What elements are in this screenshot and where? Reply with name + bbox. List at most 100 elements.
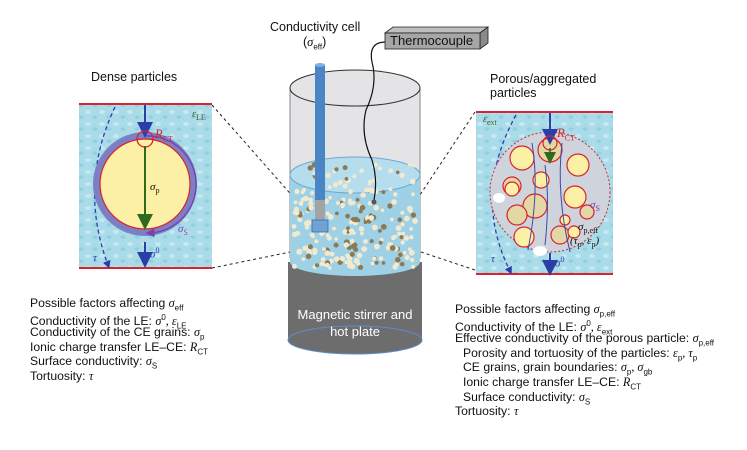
bead <box>408 247 412 252</box>
bead <box>389 242 393 247</box>
bead <box>294 188 300 194</box>
bead <box>399 261 405 267</box>
bead <box>385 245 391 251</box>
bead <box>345 213 350 219</box>
bead <box>395 170 400 175</box>
bead <box>334 237 338 241</box>
thermocouple-label: Thermocouple <box>390 33 474 48</box>
bead <box>391 199 397 205</box>
bead <box>352 174 357 179</box>
bead <box>303 220 310 227</box>
eff-subscript: eff <box>313 42 323 52</box>
bead <box>307 165 313 171</box>
bead <box>322 247 326 252</box>
epsilon-ext-symbol: εext <box>483 114 497 127</box>
bead <box>348 228 355 234</box>
bead <box>312 247 318 254</box>
bead <box>395 256 401 263</box>
bead <box>372 256 377 261</box>
bead <box>346 255 352 261</box>
bead <box>370 261 375 266</box>
bead <box>397 231 402 236</box>
bead <box>347 260 353 266</box>
bead <box>334 167 339 172</box>
bead <box>378 229 382 233</box>
bead <box>367 182 372 186</box>
rod-sensor <box>315 200 325 220</box>
thermocouple-box <box>384 32 481 50</box>
bead <box>293 200 298 205</box>
bead <box>349 251 355 257</box>
bead <box>292 209 298 215</box>
bead <box>358 226 365 232</box>
bead <box>408 249 415 256</box>
bead <box>363 220 368 225</box>
bead <box>361 246 368 252</box>
sigma-p-eff-symbol: σp,eff <box>578 221 599 236</box>
bead <box>353 247 359 252</box>
factor-item: Ionic charge transfer LE–CE: RCT <box>30 339 208 357</box>
bead <box>298 201 304 206</box>
measurement-apparatus <box>287 26 490 355</box>
factor-item: Tortuosity: τ <box>455 404 519 419</box>
bead <box>360 192 366 198</box>
bead <box>369 239 374 244</box>
sigma-0-symbol-porous: σ0 <box>555 255 565 270</box>
sigma-0-symbol: σ0 <box>150 246 160 261</box>
bead <box>380 208 385 213</box>
bead <box>338 180 343 185</box>
factor-item: Possible factors affecting σeff <box>30 296 184 313</box>
bead <box>310 190 315 196</box>
bead <box>399 172 405 178</box>
bead <box>301 257 306 261</box>
bead <box>327 214 334 220</box>
bead <box>367 188 372 192</box>
porous-particles-title-1: Porous/aggregated <box>490 72 597 86</box>
bead <box>357 254 362 259</box>
bead <box>367 201 373 206</box>
ion-paths <box>527 142 571 253</box>
grain <box>506 204 528 226</box>
bead <box>411 264 416 269</box>
grain <box>532 171 550 189</box>
bead <box>410 257 415 263</box>
bead <box>325 211 330 216</box>
sigma-p-symbol: σp <box>150 181 160 196</box>
bead <box>374 260 379 265</box>
factor-item: Conductivity of the LE: σ0, εext <box>455 318 613 337</box>
bead <box>305 253 312 260</box>
bead <box>353 257 360 264</box>
bead <box>410 212 417 218</box>
grain <box>566 153 590 177</box>
bead <box>406 205 413 212</box>
conductivity-cell-label: Conductivity cell <box>270 20 361 34</box>
bead <box>335 211 339 216</box>
bead <box>344 260 349 265</box>
hot-plate-label-line1: Magnetic stirrer and <box>297 307 413 322</box>
bead <box>332 226 336 231</box>
tortuosity-path <box>93 106 116 269</box>
electrode-probe <box>311 219 329 233</box>
bead <box>402 251 407 255</box>
bead <box>371 224 378 231</box>
bead <box>363 239 368 245</box>
bead <box>302 245 308 251</box>
bead <box>291 224 297 229</box>
factor-item: Conductivity of the CE grains: σp <box>30 325 205 342</box>
porous-particle-panel <box>476 111 613 276</box>
sigma-s-symbol-porous: σS <box>590 199 600 214</box>
bead <box>343 242 349 248</box>
bead <box>328 266 332 270</box>
bead <box>308 201 314 207</box>
factor-item: Ionic charge transfer LE–CE: RCT <box>463 374 641 392</box>
thermocouple-wire <box>363 41 387 201</box>
bead <box>319 261 324 267</box>
hot-plate-label-line2: hot plate <box>330 324 380 339</box>
pore <box>533 246 547 256</box>
conductivity-cell-symbol: (σeff) <box>303 35 327 52</box>
bead <box>325 172 331 178</box>
bead <box>320 256 326 262</box>
bead <box>334 256 340 262</box>
